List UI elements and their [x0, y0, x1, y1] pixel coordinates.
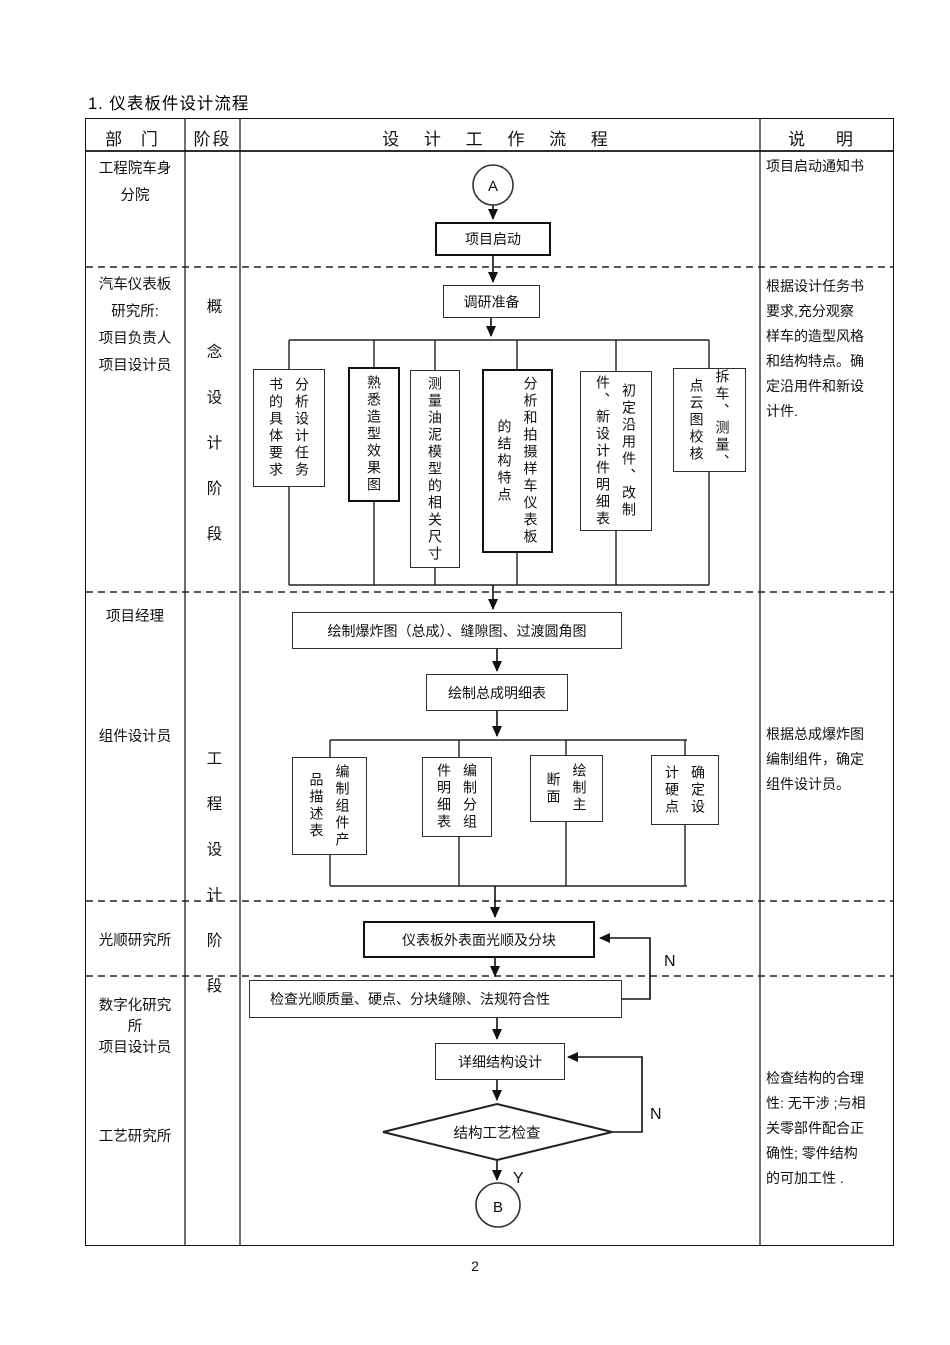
- flow-arrows: [486, 205, 651, 1181]
- page-number: 2: [471, 1258, 479, 1274]
- node-research-prep: 调研准备: [443, 285, 540, 318]
- page-title: 1. 仪表板件设计流程: [88, 95, 250, 113]
- dept-process-institute: 工艺研究所: [98, 1129, 172, 1145]
- no-label-surface: N: [664, 953, 676, 970]
- header-note: 说 明: [788, 129, 866, 149]
- decision-process-check-label: 结构工艺检查: [453, 1126, 541, 1142]
- node-subassembly-bom: 编制分组 件明细表: [422, 757, 492, 837]
- no-label-decision: N: [650, 1106, 662, 1123]
- dept-project-manager: 项目经理: [106, 609, 164, 625]
- note-project-launch: 项目启动通知书: [766, 158, 864, 174]
- connector-a-label: A: [488, 178, 498, 195]
- header-department: 部 门: [105, 129, 165, 149]
- table-frame: [85, 118, 894, 1246]
- connector-circle-b: [475, 1182, 521, 1228]
- node-carryover-parts-list: 初定沿用件、改制 件、新设计件明细表: [580, 371, 652, 531]
- decision-diamond: [382, 1102, 613, 1162]
- node-study-styling-renderings: 熟悉造型效果图: [348, 367, 400, 502]
- header-stage: 阶段: [193, 129, 232, 149]
- dept-engineering-institute: 工程院车身 分院: [98, 161, 172, 204]
- dept-component-designer: 组件设计员: [98, 729, 172, 745]
- node-draw-assembly-bom: 绘制总成明细表: [426, 674, 568, 711]
- node-detail-structure-design: 详细结构设计: [435, 1043, 565, 1080]
- node-measure-clay-model: 测量油泥模型的相关尺寸: [410, 370, 460, 568]
- node-project-start: 项目启动: [435, 222, 551, 256]
- table-column-lines: [184, 118, 761, 1246]
- yes-label-decision: Y: [513, 1170, 524, 1187]
- node-component-product-description: 编制组件产 品描述表: [292, 757, 367, 855]
- stage-engineering-design: 工程设计阶段: [204, 750, 222, 1023]
- note-exploded-view: 根据总成爆炸图 编制组件，确定 组件设计员。: [766, 726, 864, 792]
- note-design-brief: 根据设计任务书 要求,充分观察 样车的造型风格 和结构特点。确 定沿用件和新设 …: [766, 278, 864, 419]
- connector-circle-a: [472, 164, 514, 206]
- feedback-loop-detail: [567, 1052, 643, 1133]
- dept-smoothing-institute: 光顺研究所: [98, 933, 172, 949]
- node-draw-exploded-view: 绘制爆炸图（总成）、缝隙图、过渡圆角图: [292, 612, 622, 649]
- feedback-loop-surface: [599, 933, 651, 1000]
- dept-ip-research-institute: 汽车仪表板 研究所: 项目负责人 项目设计员: [98, 277, 172, 374]
- dept-digitization-institute: 数字化研究 所 项目设计员: [98, 998, 172, 1056]
- component-branch-lines: [329, 739, 687, 887]
- node-draw-main-sections: 绘制主 断面: [530, 755, 603, 822]
- stage-concept-design: 概念设计阶段: [204, 298, 222, 571]
- header-design-flow: 设 计 工 作 流 程: [382, 129, 618, 149]
- node-analyze-sample-ip-structure: 分析和拍摄样车仪表板 的结构特点: [482, 369, 553, 553]
- node-surface-smoothing: 仪表板外表面光顺及分块: [363, 921, 595, 958]
- note-structure-check: 检查结构的合理 性: 无干涉 ;与相 关零部件配合正 确性; 零件结构 的可加工…: [766, 1070, 866, 1186]
- node-teardown-measure-pointcloud: 拆车、测量、 点云图校核: [673, 368, 746, 472]
- concept-branch-lines: [288, 339, 710, 586]
- node-surface-quality-check: 检查光顺质量、硬点、分块缝隙、法规符合性: [249, 980, 622, 1018]
- node-define-hard-points: 确定设 计硬点: [651, 755, 719, 825]
- connector-b-label: B: [493, 1199, 503, 1216]
- node-analyze-task-requirements: 分析设计任务 书的具体要求: [253, 369, 325, 487]
